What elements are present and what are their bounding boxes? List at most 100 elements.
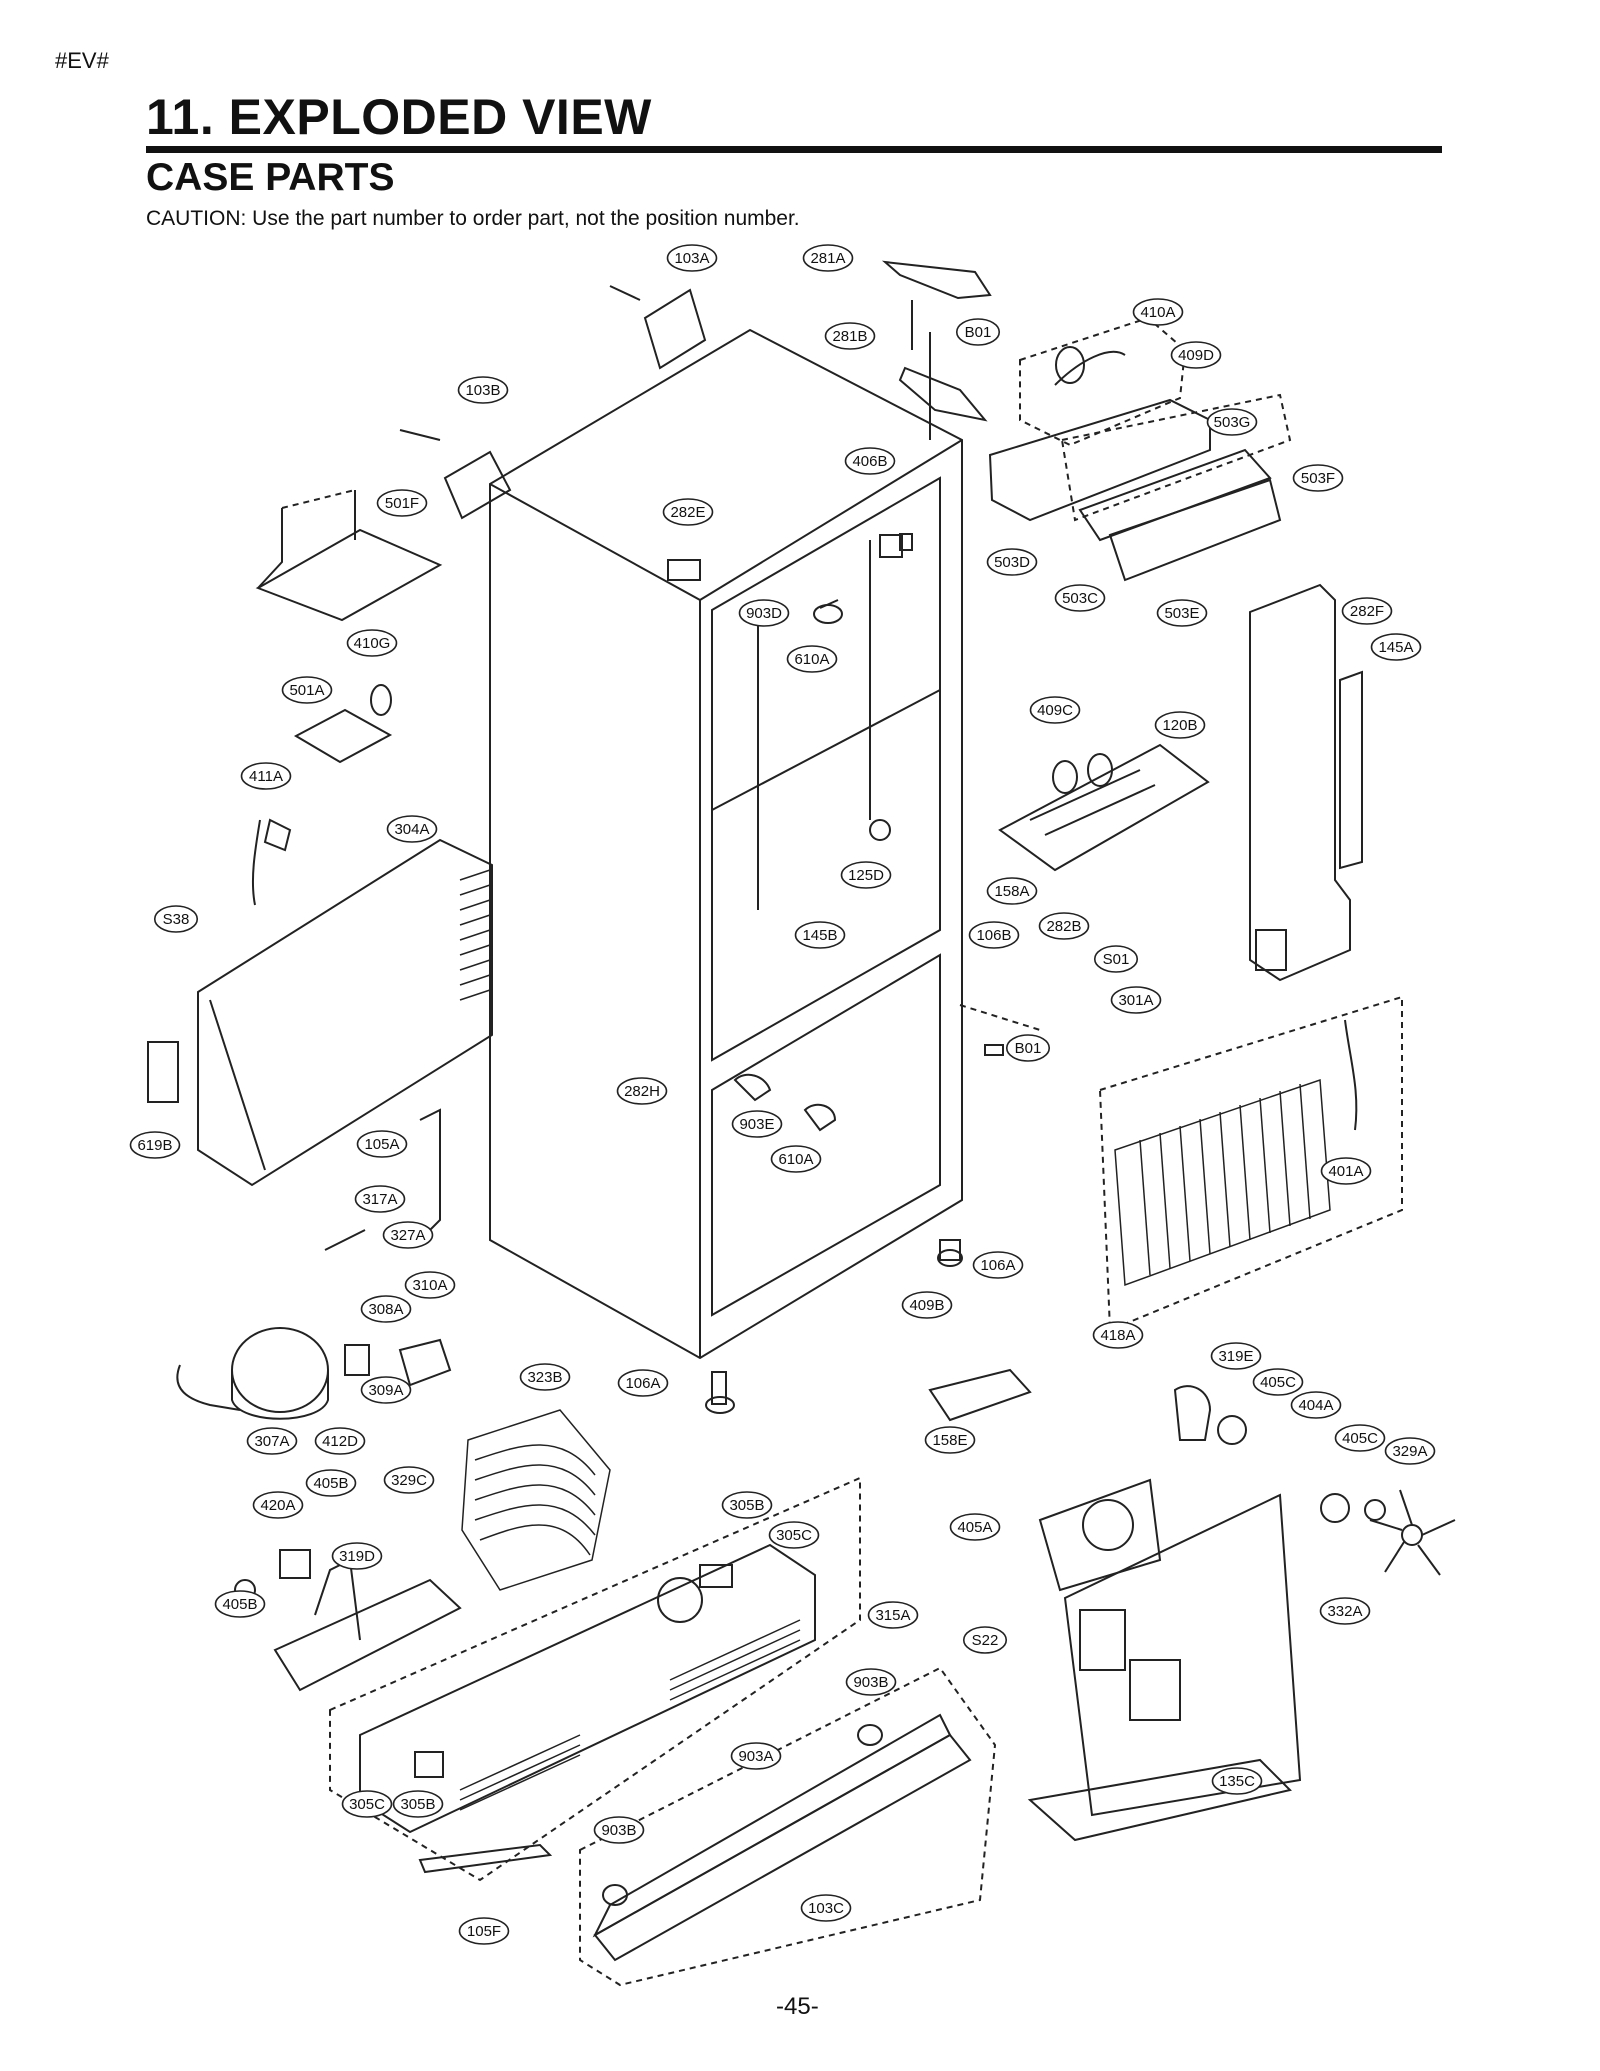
callout-106a-42: 106A	[972, 1251, 1024, 1279]
top-cover-drawing	[399, 285, 707, 520]
callout-balloon	[730, 1742, 782, 1770]
callout-balloon	[768, 1521, 820, 1549]
page-title: 11. EXPLODED VIEW	[146, 89, 652, 145]
callout-281a-1: 281A	[802, 244, 854, 272]
callout-label: 103C	[808, 1900, 844, 1917]
callout-282f-18: 282F	[1341, 597, 1393, 625]
callout-balloon	[129, 1131, 181, 1159]
callout-405b-58: 405B	[305, 1469, 357, 1497]
callout-label: 410G	[354, 635, 391, 652]
callout-120b-22: 120B	[1154, 711, 1206, 739]
callout-label: 501A	[289, 682, 324, 699]
callout-balloon	[721, 1491, 773, 1519]
callout-label: 405C	[1342, 1430, 1378, 1447]
callout-balloon	[360, 1295, 412, 1323]
callout-label: 405A	[957, 1519, 992, 1536]
callout-309a-49: 309A	[360, 1376, 412, 1404]
callout-balloon	[955, 318, 1001, 346]
callout-balloon	[1252, 1368, 1304, 1396]
callout-503g-7: 503G	[1206, 408, 1258, 436]
callout-balloon	[968, 921, 1020, 949]
callout-label: 503E	[1164, 605, 1199, 622]
callout-label: 503F	[1301, 470, 1335, 487]
callout-308a-45: 308A	[360, 1295, 412, 1323]
callout-balloon	[1029, 696, 1081, 724]
callout-410g-17: 410G	[346, 629, 398, 657]
callout-label: 610A	[794, 651, 829, 668]
door-panel-drawing	[1249, 583, 1363, 982]
callout-145a-19: 145A	[1370, 633, 1422, 661]
callout-319e-51: 319E	[1210, 1342, 1262, 1370]
kick-plate-drawing	[579, 1666, 997, 1987]
callout-label: 305C	[776, 1527, 812, 1544]
callout-label: 405B	[222, 1596, 257, 1613]
callout-label: 319E	[1218, 1348, 1253, 1365]
callout-label: 103B	[465, 382, 500, 399]
fan-blade-icon	[1369, 1489, 1456, 1576]
callout-balloon	[986, 548, 1038, 576]
callout-balloon	[1092, 1321, 1144, 1349]
callout-301a-32: 301A	[1110, 986, 1162, 1014]
drain-pan-drawing	[234, 1549, 462, 1692]
callout-label: 301A	[1118, 992, 1153, 1009]
callout-label: 619B	[137, 1137, 172, 1154]
callout-label: 903D	[746, 605, 782, 622]
callout-305b-72: 305B	[392, 1790, 444, 1818]
callout-903a-70: 903A	[730, 1742, 782, 1770]
callout-label: 332A	[1327, 1603, 1362, 1620]
callout-balloon	[360, 1376, 412, 1404]
callout-balloon	[252, 1491, 304, 1519]
control-box-drawing	[988, 316, 1292, 582]
callout-balloon	[824, 322, 876, 350]
callout-balloon	[240, 762, 292, 790]
callout-145b-28: 145B	[794, 921, 846, 949]
callout-412d-54: 412D	[314, 1427, 366, 1455]
callout-323b-48: 323B	[519, 1363, 571, 1391]
callout-label: 319D	[339, 1548, 375, 1565]
callout-label: 310A	[412, 1277, 447, 1294]
callout-balloon	[1211, 1767, 1263, 1795]
callout-label: 106B	[976, 927, 1011, 944]
callout-420a-60: 420A	[252, 1491, 304, 1519]
fan-cover-drawing	[1027, 1385, 1456, 1842]
callout-balloon	[1370, 633, 1422, 661]
callout-304a-24: 304A	[386, 815, 438, 843]
callout-balloon	[356, 1130, 408, 1158]
callout-balloon	[383, 1466, 435, 1494]
callout-balloon	[519, 1363, 571, 1391]
callout-281b-4: 281B	[824, 322, 876, 350]
callout-label: 145A	[1378, 639, 1413, 656]
callout-balloon	[1320, 1157, 1372, 1185]
callout-label: 305C	[349, 1796, 385, 1813]
callout-balloon	[666, 244, 718, 272]
callout-balloon	[1206, 408, 1258, 436]
callout-label: 103A	[674, 250, 709, 267]
callout-s38-27: S38	[153, 905, 199, 933]
callout-503c-13: 503C	[1054, 584, 1106, 612]
callout-label: 158A	[994, 883, 1029, 900]
condenser-drawing	[461, 1409, 611, 1591]
callout-balloon	[458, 1917, 510, 1945]
callout-balloon	[845, 1668, 897, 1696]
callout-327a-41: 327A	[382, 1221, 434, 1249]
callout-balloon	[593, 1816, 645, 1844]
callout-label: 404A	[1298, 1397, 1333, 1414]
callout-105a-38: 105A	[356, 1130, 408, 1158]
callout-label: 282F	[1350, 603, 1384, 620]
callout-balloon	[354, 1185, 406, 1213]
callout-103b-6: 103B	[457, 376, 509, 404]
callout-balloon	[281, 676, 333, 704]
callout-label: 410A	[1140, 304, 1175, 321]
callout-label: B01	[1015, 1040, 1042, 1057]
callout-label: 903B	[601, 1822, 636, 1839]
callout-label: S22	[972, 1632, 999, 1649]
callout-label: 304A	[394, 821, 429, 838]
callout-balloon	[305, 1469, 357, 1497]
callout-balloon	[1093, 945, 1139, 973]
callout-balloon	[924, 1426, 976, 1454]
callout-503f-9: 503F	[1292, 464, 1344, 492]
callout-405b-65: 405B	[214, 1590, 266, 1618]
page-number: -45-	[776, 1993, 819, 2020]
callout-label: 903B	[853, 1674, 888, 1691]
